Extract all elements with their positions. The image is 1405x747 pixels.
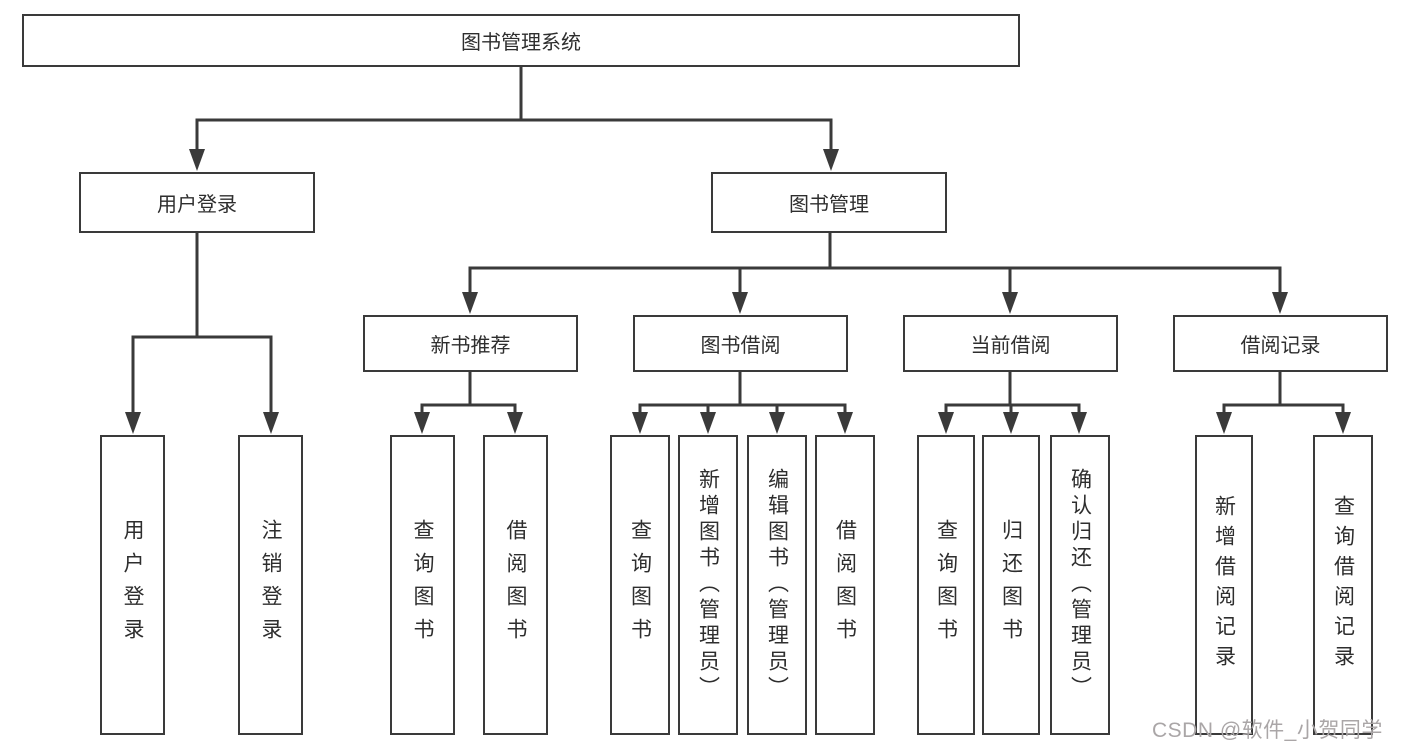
leaf-edit-books-admin: 编辑图书（管理员） [747, 435, 807, 735]
node-book-management: 图书管理 [711, 172, 947, 233]
node-borrowing-records: 借阅记录 [1173, 315, 1388, 372]
node-label: 新增借阅记录 [1212, 495, 1236, 675]
leaf-confirm-return-admin: 确认归还（管理员） [1050, 435, 1110, 735]
node-label: 借阅图书 [504, 519, 527, 651]
node-label: 图书借阅 [700, 335, 781, 357]
node-label: 注销登录 [259, 519, 282, 651]
node-label: 查询借阅记录 [1331, 495, 1355, 675]
leaf-add-borrow-record: 新增借阅记录 [1195, 435, 1253, 735]
node-book-borrowing: 图书借阅 [633, 315, 848, 372]
node-label: 归还图书 [999, 519, 1023, 651]
node-user-login: 用户登录 [79, 172, 315, 233]
leaf-query-books-current: 查询图书 [917, 435, 975, 735]
node-label: 借阅记录 [1240, 335, 1321, 357]
leaf-user-login: 用户登录 [100, 435, 165, 735]
node-label: 用户登录 [157, 194, 237, 216]
node-label: 新书推荐 [430, 335, 511, 357]
node-label: 确认归还（管理员） [1068, 468, 1092, 702]
leaf-add-books-admin: 新增图书（管理员） [678, 435, 738, 735]
leaf-query-books-borrow: 查询图书 [610, 435, 670, 735]
leaf-return-books: 归还图书 [982, 435, 1040, 735]
node-label: 编辑图书（管理员） [765, 468, 789, 702]
leaf-logout: 注销登录 [238, 435, 303, 735]
leaf-borrow-books-recommend: 借阅图书 [483, 435, 548, 735]
node-label: 用户登录 [121, 519, 144, 651]
leaf-borrow-books: 借阅图书 [815, 435, 875, 735]
leaf-query-books-recommend: 查询图书 [390, 435, 455, 735]
node-label: 查询图书 [628, 519, 652, 651]
node-label: 图书管理 [789, 194, 869, 216]
node-label: 查询图书 [934, 519, 958, 651]
node-new-book-recommendation: 新书推荐 [363, 315, 578, 372]
csdn-watermark: CSDN @软件_小贺同学 [1152, 719, 1383, 742]
node-label: 当前借阅 [970, 335, 1051, 357]
node-label: 借阅图书 [833, 519, 857, 651]
leaf-query-borrow-record: 查询借阅记录 [1313, 435, 1373, 735]
node-label: 图书管理系统 [461, 32, 581, 54]
node-library-system: 图书管理系统 [22, 14, 1020, 67]
node-label: 查询图书 [411, 519, 434, 651]
node-label: 新增图书（管理员） [696, 468, 720, 702]
node-current-borrowing: 当前借阅 [903, 315, 1118, 372]
